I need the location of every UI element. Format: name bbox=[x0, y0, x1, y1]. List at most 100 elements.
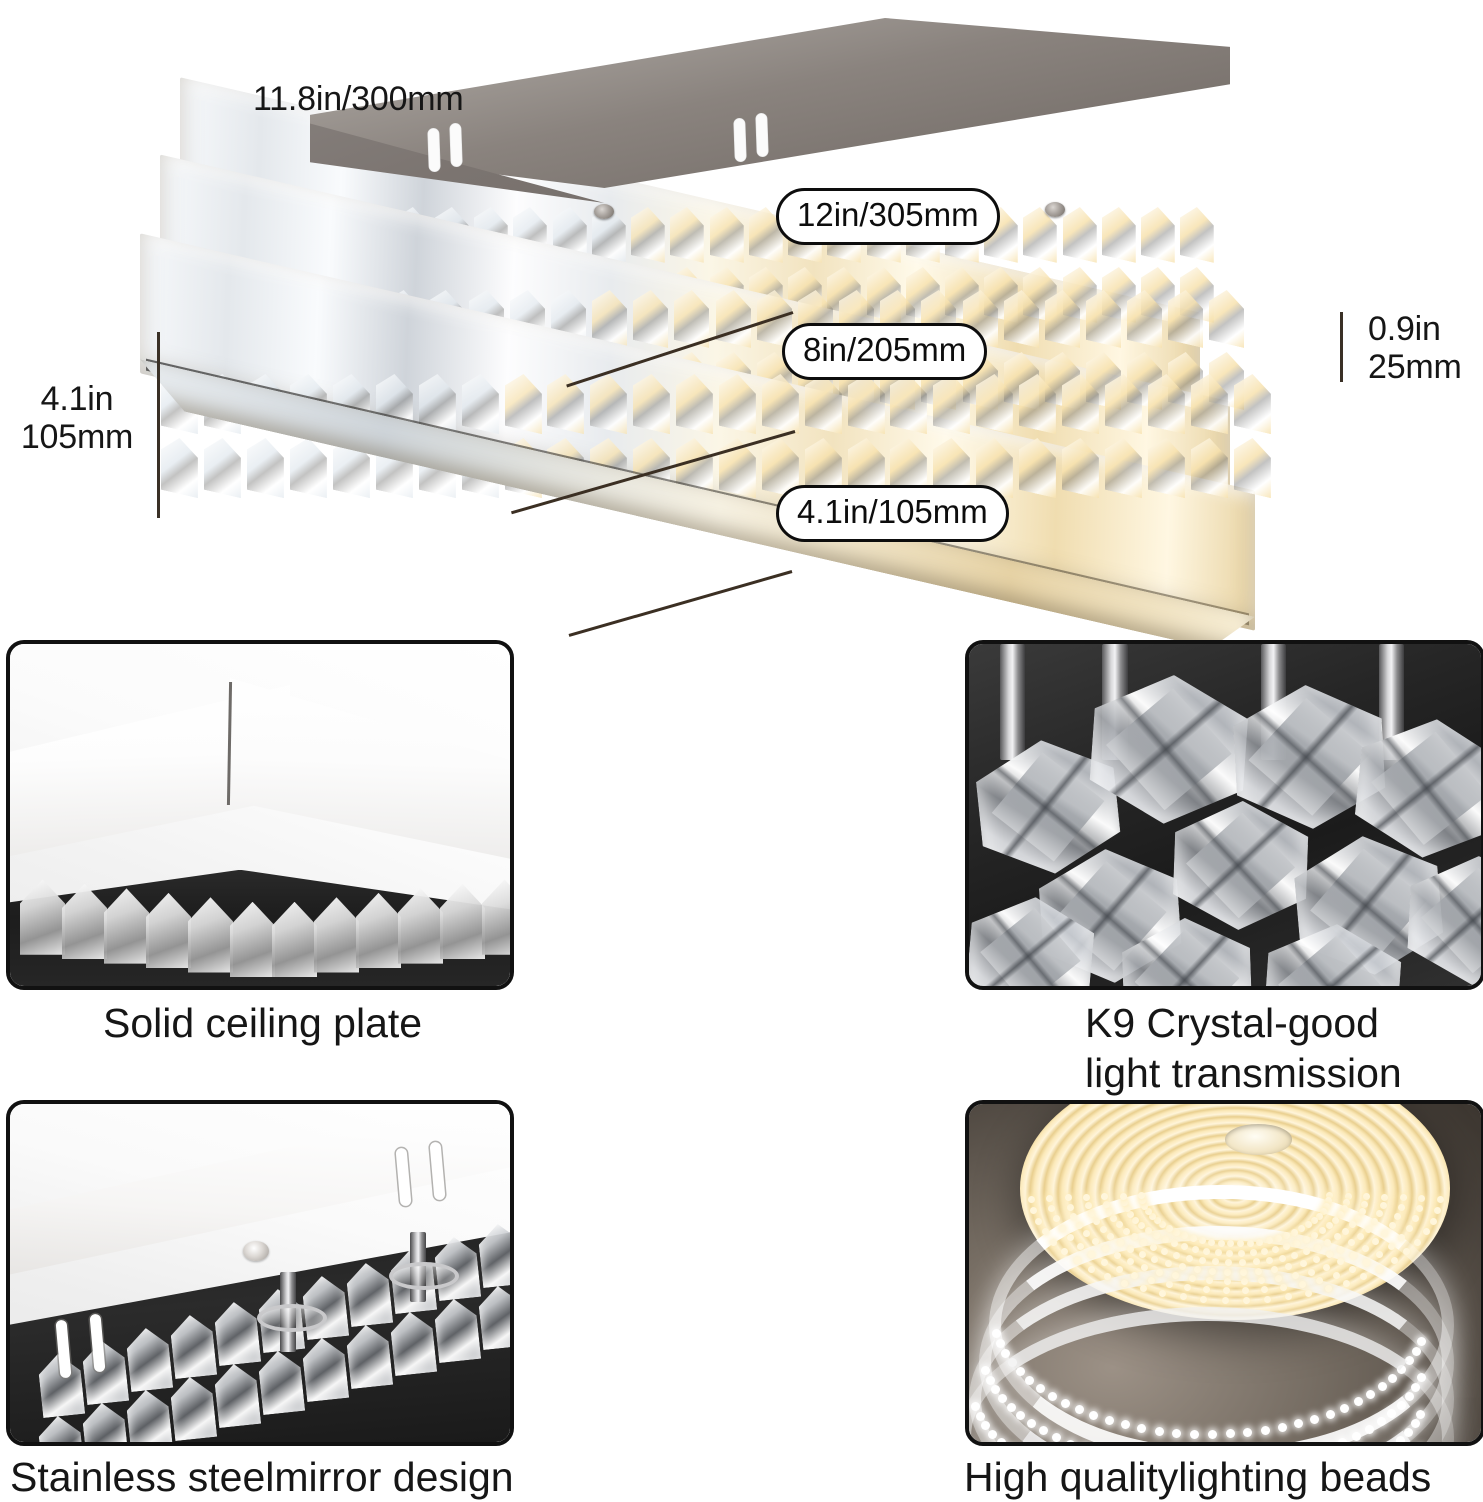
led-bead bbox=[1357, 1232, 1365, 1240]
led-bead bbox=[1084, 1202, 1092, 1210]
led-bead bbox=[1088, 1251, 1096, 1259]
led-bead bbox=[1429, 1217, 1437, 1225]
led-bead bbox=[1324, 1238, 1332, 1246]
led-bead bbox=[1307, 1268, 1315, 1276]
led-bead bbox=[1332, 1216, 1340, 1224]
led-bead bbox=[1360, 1273, 1368, 1281]
led-bead bbox=[1283, 1232, 1291, 1240]
led-bead bbox=[1397, 1234, 1405, 1242]
depth-dimension-bar bbox=[1340, 312, 1343, 382]
led-bead bbox=[1132, 1216, 1140, 1224]
led-bead bbox=[1240, 1268, 1247, 1276]
led-bead bbox=[1340, 1205, 1348, 1213]
led-bead bbox=[1333, 1271, 1341, 1279]
callout-tier-3: 4.1in/105mm bbox=[776, 485, 1009, 542]
led-bead bbox=[1115, 1265, 1123, 1273]
led-bead bbox=[1379, 1202, 1387, 1210]
led-bead bbox=[1310, 1217, 1318, 1225]
led-bead bbox=[1264, 1295, 1272, 1303]
led-bead bbox=[1083, 1229, 1091, 1237]
led-bead bbox=[1058, 1225, 1066, 1232]
led-bead bbox=[1030, 1206, 1038, 1214]
led-bead bbox=[1314, 1243, 1322, 1251]
led-bead bbox=[1140, 1238, 1148, 1246]
led-bead bbox=[1284, 1293, 1292, 1301]
led-bead bbox=[1371, 1218, 1379, 1226]
chrome-collar bbox=[257, 1304, 327, 1332]
led-bead bbox=[1305, 1221, 1313, 1229]
led-bead bbox=[1198, 1236, 1206, 1244]
led-bead bbox=[1164, 1260, 1172, 1268]
led-bead bbox=[1139, 1285, 1147, 1293]
height-dimension-label: 4.1in 105mm bbox=[20, 380, 134, 457]
led-bead bbox=[1348, 1265, 1356, 1273]
led-bead bbox=[1394, 1212, 1402, 1220]
led-bead bbox=[1436, 1195, 1444, 1203]
led-bead bbox=[1434, 1206, 1442, 1214]
led-bead bbox=[1048, 1205, 1056, 1213]
led-bead bbox=[1101, 1193, 1109, 1201]
led-bead bbox=[1127, 1211, 1135, 1219]
led-bead bbox=[1148, 1212, 1156, 1220]
led-bead bbox=[1376, 1251, 1384, 1259]
crystal-facet bbox=[1180, 203, 1214, 263]
led-bead bbox=[1343, 1279, 1351, 1287]
mount-screw-icon bbox=[594, 204, 614, 219]
led-bead bbox=[1252, 1258, 1260, 1266]
led-bead bbox=[1343, 1198, 1351, 1206]
led-bead bbox=[1081, 1445, 1090, 1446]
mount-slot-icon bbox=[733, 117, 747, 163]
led-bead bbox=[1027, 1195, 1035, 1203]
crystal-facet bbox=[1063, 203, 1097, 263]
led-bead bbox=[1200, 1295, 1208, 1303]
led-bead bbox=[1181, 1232, 1189, 1240]
feature-panel-k9-crystal bbox=[965, 640, 1483, 990]
led-bead bbox=[1302, 1236, 1310, 1244]
led-bead bbox=[1239, 1259, 1247, 1267]
crystal-facet bbox=[1102, 203, 1136, 263]
crystal-facet bbox=[1141, 203, 1175, 263]
led-bead bbox=[1293, 1240, 1301, 1248]
feature-panel-stainless-steel-mirror bbox=[6, 1100, 514, 1446]
led-bead bbox=[1246, 1239, 1254, 1247]
led-bead bbox=[1315, 1212, 1323, 1220]
led-bead bbox=[1256, 1238, 1264, 1246]
led-bead bbox=[1161, 1247, 1169, 1255]
led-bead bbox=[1070, 1212, 1078, 1220]
led-bead bbox=[1198, 1256, 1206, 1264]
led-bead bbox=[1083, 1193, 1091, 1201]
led-bead bbox=[1298, 1225, 1306, 1233]
led-bead bbox=[1386, 1445, 1395, 1446]
led-bead bbox=[1189, 1275, 1197, 1283]
led-bead bbox=[1285, 1263, 1293, 1271]
led-bead bbox=[1414, 1238, 1421, 1246]
led-reel-hub bbox=[1225, 1124, 1292, 1155]
led-bead bbox=[1403, 1248, 1411, 1256]
led-bead bbox=[1159, 1289, 1167, 1297]
height-dimension-bar bbox=[157, 332, 160, 518]
led-bead bbox=[1337, 1258, 1345, 1266]
led-bead bbox=[1361, 1200, 1369, 1208]
led-bead bbox=[1181, 1243, 1189, 1251]
led-bead bbox=[1258, 1277, 1266, 1285]
led-bead bbox=[1093, 1218, 1101, 1226]
led-bead bbox=[1223, 1277, 1231, 1285]
crystal-facet bbox=[1209, 286, 1244, 348]
led-bead bbox=[1099, 1225, 1107, 1233]
led-bead bbox=[1280, 1284, 1288, 1292]
led-bead bbox=[1227, 1240, 1235, 1248]
led-bead bbox=[1397, 1203, 1405, 1211]
led-bead bbox=[1115, 1221, 1123, 1229]
chrome-rod bbox=[999, 644, 1026, 761]
led-bead bbox=[1066, 1234, 1074, 1242]
led-bead bbox=[1363, 1193, 1371, 1201]
feature-panel-solid-ceiling-plate bbox=[6, 640, 514, 990]
led-bead bbox=[1325, 1197, 1333, 1205]
led-bead bbox=[1138, 1251, 1146, 1259]
led-bead bbox=[1185, 1254, 1193, 1262]
led-bead bbox=[1161, 1236, 1169, 1244]
led-bead bbox=[1131, 1271, 1139, 1279]
led-bead bbox=[1173, 1251, 1181, 1259]
led-bead bbox=[1354, 1214, 1362, 1222]
led-bead bbox=[1363, 1259, 1371, 1267]
